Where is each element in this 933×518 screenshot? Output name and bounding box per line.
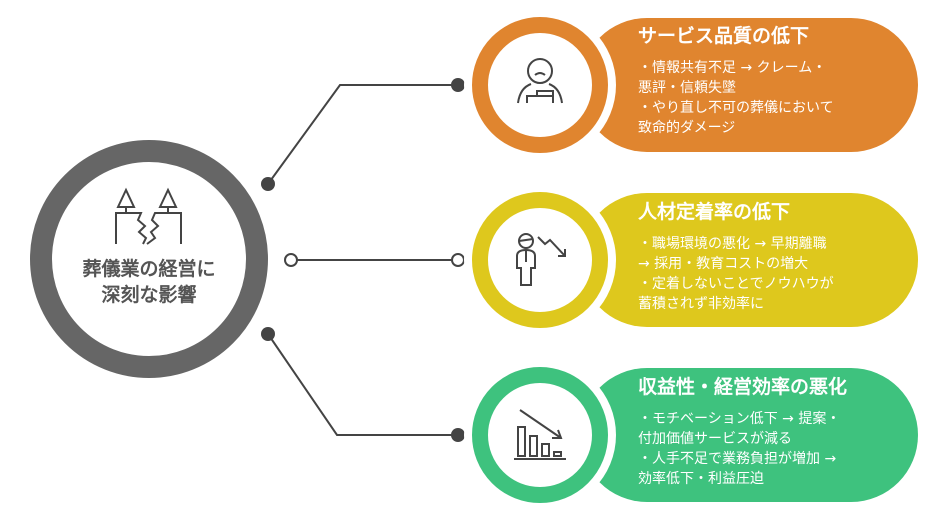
connector-dot-hollow: [284, 253, 298, 267]
card-body: ・職場環境の悪化 → 早期離職 → 採用・教育コストの増大 ・定着しないことでノ…: [638, 234, 908, 314]
connector-dot: [261, 177, 275, 191]
center-circle: [30, 140, 268, 378]
card-service-quality: サービス品質の低下 ・情報共有不足 → クレーム・ 悪評・信頼失墜 ・やり直し不…: [638, 24, 908, 138]
connector-top: [267, 84, 458, 185]
card-icon-ring: [472, 367, 608, 503]
card-title: 収益性・経営効率の悪化: [638, 376, 848, 398]
card-icon-ring: [472, 192, 608, 328]
connector-dot: [451, 78, 465, 92]
card-line: ・定着しないことでノウハウが: [638, 276, 834, 292]
card-line: ・職場環境の悪化 → 早期離職: [638, 236, 827, 252]
card-line: 蓄積されず非効率に: [638, 296, 764, 312]
card-retention: 人材定着率の低下 ・職場環境の悪化 → 早期離職 → 採用・教育コストの増大 ・…: [638, 200, 908, 314]
person-decline-icon: [516, 233, 566, 286]
card-line: ・情報共有不足 → クレーム・: [638, 60, 827, 76]
card-line: ・モチベーション低下 → 提案・: [638, 411, 841, 427]
center-label: 葬儀業の経営に 深刻な影響: [49, 256, 249, 308]
declining-bar-chart-icon: [514, 409, 566, 460]
card-profitability: 収益性・経営効率の悪化 ・モチベーション低下 → 提案・ 付加価値サービスが減る…: [638, 375, 908, 489]
center-label-line: 深刻な影響: [101, 284, 197, 306]
card-line: 悪評・信頼失墜: [638, 80, 736, 96]
card-pill: [580, 193, 918, 327]
card-icon-ring: [472, 17, 608, 153]
cracked-tombstones-icon: [115, 187, 182, 245]
card-line: 効率低下・利益圧迫: [638, 471, 764, 487]
card-pill: [580, 18, 918, 152]
connector-dot-hollow: [451, 253, 465, 267]
card-pill: [580, 368, 918, 502]
connector-dot: [261, 327, 275, 341]
card-title: 人材定着率の低下: [638, 201, 791, 223]
connectors: [267, 84, 458, 436]
worried-staff-icon: [517, 58, 563, 104]
connector-dot: [451, 428, 465, 442]
card-line: 付加価値サービスが減る: [638, 431, 792, 447]
card-line: → 採用・教育コストの増大: [638, 256, 809, 272]
card-body: ・モチベーション低下 → 提案・ 付加価値サービスが減る ・人手不足で業務負担が…: [638, 409, 908, 489]
card-line: ・人手不足で業務負担が増加 →: [638, 451, 837, 467]
connector-bottom: [267, 333, 458, 436]
card-line: ・やり直し不可の葬儀において: [638, 100, 834, 116]
card-line: 致命的ダメージ: [638, 120, 736, 136]
center-label-line: 葬儀業の経営に: [82, 258, 216, 280]
card-title: サービス品質の低下: [638, 25, 810, 47]
card-body: ・情報共有不足 → クレーム・ 悪評・信頼失墜 ・やり直し不可の葬儀において 致…: [638, 58, 908, 138]
